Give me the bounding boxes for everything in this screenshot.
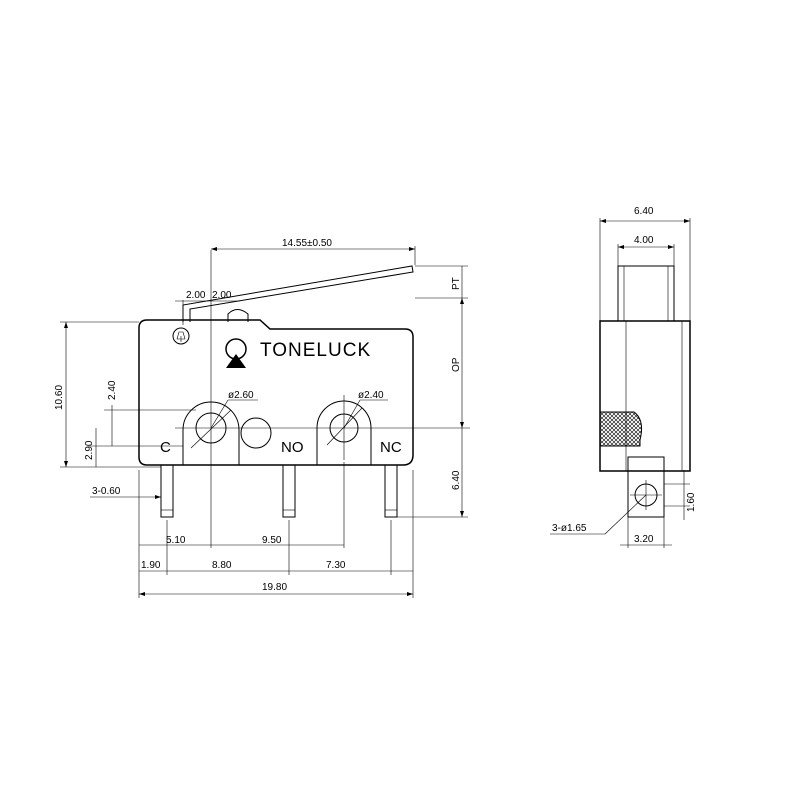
actuator-button	[227, 309, 249, 322]
dim-pin-width: 3.20	[634, 534, 654, 545]
side-body	[599, 320, 691, 472]
dim-span-no-nc: 7.30	[326, 560, 346, 571]
dim-pt: PT	[451, 277, 462, 290]
dim-lever-offset-a: 2.00	[186, 290, 206, 301]
dim-lever-offset-b: 2.00	[212, 290, 232, 301]
side-pin	[627, 456, 665, 518]
pin-nc	[384, 464, 398, 518]
dim-total-width: 19.80	[262, 582, 287, 593]
center-hole	[240, 417, 272, 449]
terminal-label-no: NO	[281, 439, 304, 456]
dim-side-outer-width: 6.40	[634, 206, 654, 217]
dim-span-holes: 9.50	[262, 535, 282, 546]
dim-edge-c: 1.90	[141, 560, 161, 571]
side-hatch	[599, 411, 642, 447]
side-view: 6.40 4.00 1.60 3-ø1.65 3.20	[550, 206, 697, 548]
brand-name: TONELUCK	[260, 340, 371, 361]
dim-height: 10.60	[54, 385, 65, 410]
dim-hole-dia-left: ø2.60	[228, 390, 254, 401]
dim-pin-hole: 3-ø1.65	[552, 523, 587, 534]
dim-hole-dia-right: ø2.40	[358, 390, 384, 401]
dim-span-c-no: 8.80	[212, 560, 232, 571]
pivot-mark	[176, 331, 186, 342]
dim-hole-offset: 2.40	[107, 380, 118, 400]
dim-op: OP	[451, 357, 462, 372]
switch-body	[138, 319, 414, 466]
dim-side-inner-width: 4.00	[634, 235, 654, 246]
side-plunger	[617, 265, 675, 322]
dim-pin-length: 6.40	[451, 470, 462, 490]
pin-c	[160, 464, 174, 518]
lever-pivot	[172, 327, 190, 345]
dim-span-c-hole: 5.10	[166, 535, 186, 546]
dim-lever-length: 14.55±0.50	[282, 238, 332, 249]
front-view: TONELUCK C NO NC ø2.60 ø2.40	[54, 238, 470, 598]
dim-pin-hole-offset: 1.60	[686, 492, 697, 512]
dim-hole-height: 2.90	[84, 440, 95, 460]
terminal-label-nc: NC	[380, 439, 402, 456]
terminal-label-c: C	[160, 439, 171, 456]
pin-no	[282, 464, 296, 518]
dim-pin-thickness: 3-0.60	[92, 486, 121, 497]
brand-logo-base	[226, 354, 246, 368]
